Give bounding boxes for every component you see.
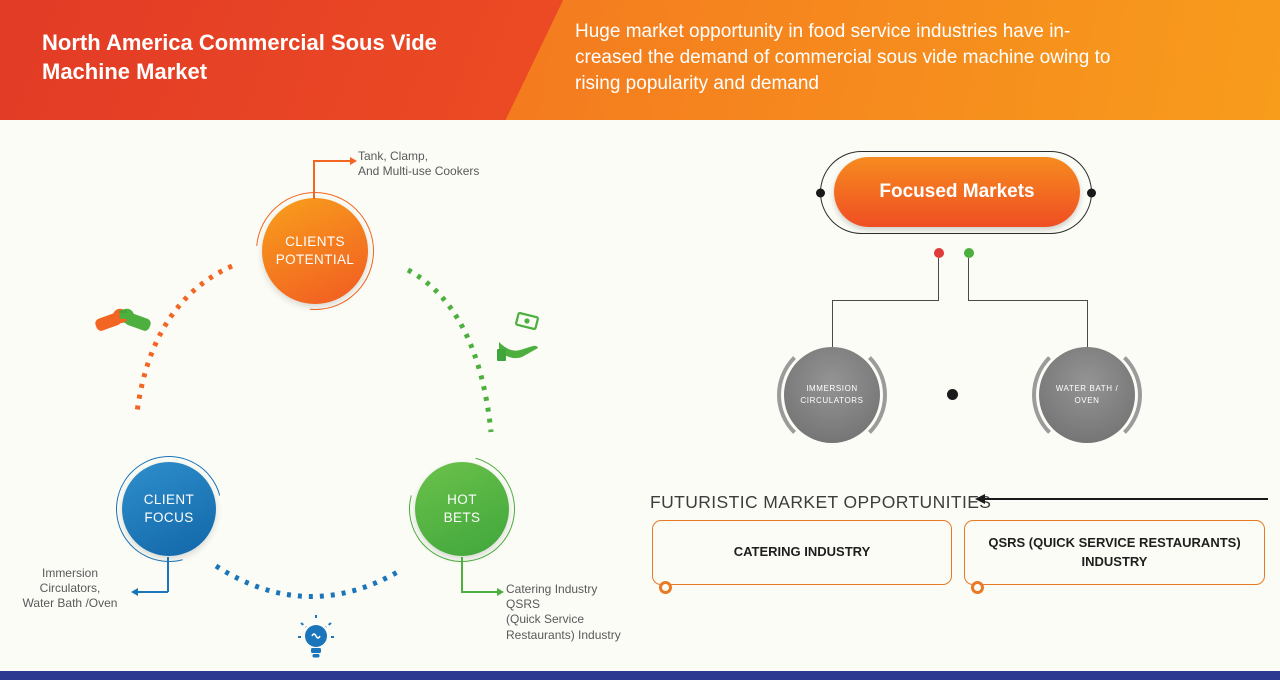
water-bath-oven-node: WATER BATH / OVEN <box>1039 347 1135 443</box>
connector-line <box>1087 300 1088 347</box>
clients-potential-callout-line-h <box>313 160 351 162</box>
title-line-1: North America Commercial Sous Vide <box>42 30 437 55</box>
futuristic-opportunities-heading: FUTURISTIC MARKET OPPORTUNITIES <box>650 492 992 512</box>
handshake-icon <box>94 292 152 345</box>
hot-bets-label-1: HOT <box>447 492 477 508</box>
clients-potential-label-2: POTENTIAL <box>275 252 355 267</box>
node-label-line: CIRCULATORS <box>800 396 864 405</box>
client-focus-label-2: FOCUS <box>144 510 194 525</box>
callout-text-line: And Multi-use Cookers <box>358 164 480 179</box>
callout-text-line: (Quick Service <box>506 612 585 627</box>
clients-potential-callout-line-v <box>313 160 315 199</box>
client-focus-callout-text: Immersion Circulators, Water Bath /Oven <box>10 566 130 612</box>
hot-bets-bubble: HOT BETS <box>415 462 509 556</box>
node-label-line: WATER BATH / <box>1055 384 1119 393</box>
callout-text-line: QSRS <box>506 597 541 612</box>
hot-bets-callout-arrow-icon <box>497 588 504 596</box>
heading-arrow-icon <box>975 494 985 504</box>
client-focus-label-1: CLIENT <box>143 492 195 508</box>
focused-markets-pill: Focused Markets <box>834 157 1080 227</box>
outline-left-dot-icon <box>816 188 825 197</box>
client-focus-callout-arrow-icon <box>131 588 138 596</box>
callout-text-line: Tank, Clamp, <box>358 149 429 163</box>
callout-text-line: Immersion <box>41 566 98 580</box>
subtitle-line-1: Huge market opportunity in food service … <box>575 21 1071 42</box>
opportunity-box-qsrs: QSRS (QUICK SERVICE RESTAURANTS) INDUSTR… <box>964 520 1265 594</box>
hot-bets-label-2: BETS <box>443 510 481 525</box>
green-dotted-arc <box>406 267 494 433</box>
focused-markets-outline <box>816 151 1096 234</box>
connector-line <box>832 300 939 301</box>
callout-text-line: Restaurants) Industry <box>506 627 621 642</box>
client-focus-callout-line-v <box>167 557 169 592</box>
client-focus-callout-line-h <box>138 591 168 593</box>
opportunity-label-line: CATERING INDUSTRY <box>733 544 871 560</box>
page-title: North America Commercial Sous Vide Machi… <box>42 28 437 86</box>
immersion-node-ring <box>777 340 887 450</box>
title-line-2: Machine Market <box>42 59 208 85</box>
connector-line <box>968 300 1088 301</box>
opportunity-label-line: INDUSTRY <box>1081 553 1148 569</box>
box-marker-circle-icon <box>659 581 672 594</box>
connector-line <box>938 258 939 301</box>
callout-text-line: Water Bath /Oven <box>22 596 118 611</box>
page-subtitle: Huge market opportunity in food service … <box>575 19 1110 97</box>
node-label-line: IMMERSION <box>806 384 858 393</box>
hot-bets-callout-text: Catering Industry QSRS (Quick Service Re… <box>506 582 621 643</box>
clients-potential-bubble: CLIENTS POTENTIAL <box>262 198 368 304</box>
clients-potential-callout-arrow-icon <box>350 157 357 165</box>
subtitle-line-2: creased the demand of commercial sous vi… <box>575 47 1111 69</box>
client-focus-bubble: CLIENT FOCUS <box>122 462 216 556</box>
green-dot-icon <box>964 248 974 258</box>
hot-bets-callout-line-v <box>461 557 463 592</box>
red-dot-icon <box>934 248 944 258</box>
money-hand-icon <box>496 311 542 369</box>
opportunity-box-label: QSRS (QUICK SERVICE RESTAURANTS) INDUSTR… <box>988 534 1240 570</box>
clients-potential-label-1: CLIENTS <box>285 234 345 250</box>
clients-potential-callout-text: Tank, Clamp, And Multi-use Cookers <box>358 149 479 179</box>
footer-bar <box>0 671 1280 680</box>
water-bath-node-ring <box>1032 340 1142 450</box>
connector-line <box>968 258 969 301</box>
hot-bets-callout-line-h <box>461 591 497 593</box>
opportunity-label-line: QSRS (QUICK SERVICE RESTAURANTS) <box>988 535 1241 551</box>
opportunity-box-label: CATERING INDUSTRY <box>734 543 871 561</box>
subtitle-line-3: rising popularity and demand <box>575 73 819 95</box>
opportunity-box-catering: CATERING INDUSTRY <box>652 520 952 594</box>
callout-text-line: Catering Industry <box>506 582 598 596</box>
blue-dotted-arc <box>214 563 403 600</box>
immersion-circulators-node: IMMERSION CIRCULATORS <box>784 347 880 443</box>
node-label-line: OVEN <box>1074 396 1100 405</box>
light-bulb-icon <box>296 614 336 671</box>
box-marker-circle-icon <box>971 581 984 594</box>
header-banner: North America Commercial Sous Vide Machi… <box>0 0 1280 120</box>
focused-markets-label: Focused Markets <box>879 181 1035 202</box>
center-black-dot-icon <box>947 389 958 400</box>
callout-text-line: Circulators, <box>39 581 101 596</box>
connector-line <box>832 300 833 347</box>
outline-right-dot-icon <box>1087 188 1096 197</box>
heading-arrow-line <box>985 498 1268 500</box>
